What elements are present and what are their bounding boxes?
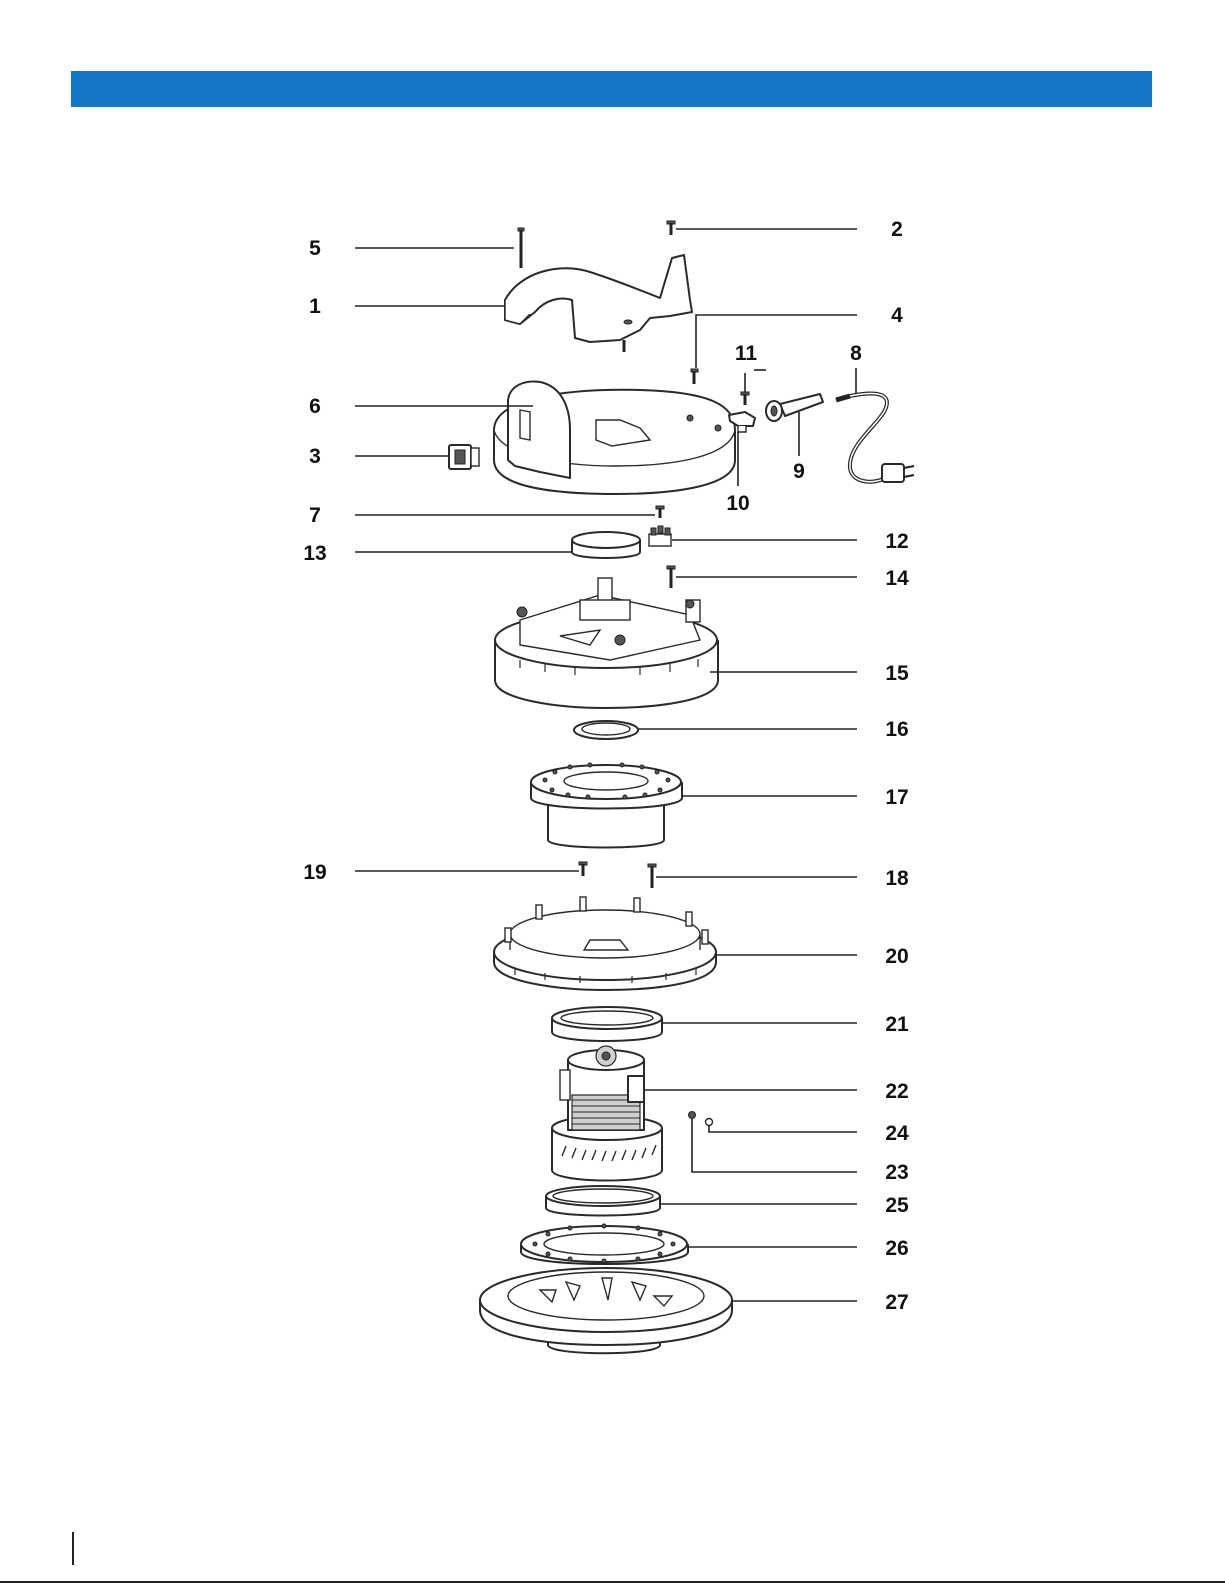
callout-8: 8 — [850, 342, 862, 365]
part-19-screw — [579, 862, 587, 876]
callout-2: 2 — [891, 218, 903, 241]
part-23-ball — [689, 1112, 696, 1119]
part-4-screw — [691, 369, 698, 384]
part-1-handle — [505, 255, 692, 352]
callout-3: 3 — [309, 445, 321, 468]
callout-1: 1 — [309, 295, 321, 318]
part-27-base — [480, 1268, 732, 1353]
callout-7: 7 — [309, 504, 321, 527]
callout-12: 12 — [885, 530, 908, 553]
callout-22: 22 — [885, 1080, 908, 1103]
part-13-filter-pad — [572, 532, 640, 558]
part-3-switch — [449, 445, 479, 469]
part-2-screw — [667, 221, 675, 235]
bottom-rule — [0, 1581, 1225, 1583]
page-edge-marker — [72, 1532, 74, 1565]
callout-24: 24 — [885, 1122, 909, 1145]
part-7-screw — [656, 506, 664, 518]
part-17-diffuser — [531, 763, 682, 848]
part-9-cord-sleeve — [766, 394, 823, 421]
part-25-ring — [546, 1186, 660, 1216]
callout-4: 4 — [891, 304, 903, 327]
part-20-motor-housing — [494, 897, 716, 990]
callout-25: 25 — [885, 1194, 909, 1217]
callout-15: 15 — [885, 662, 909, 685]
callout-18: 18 — [885, 867, 909, 890]
callout-27: 27 — [885, 1291, 908, 1314]
callout-11: 11 — [735, 342, 758, 365]
callout-23: 23 — [885, 1161, 908, 1184]
part-18-screw — [648, 864, 656, 888]
callout-16: 16 — [885, 718, 908, 741]
callout-10: 10 — [726, 492, 749, 515]
part-5-long-screw — [518, 228, 524, 268]
part-8-power-cord — [836, 394, 914, 482]
part-22-motor — [552, 1046, 662, 1181]
callout-13: 13 — [303, 542, 326, 565]
part-6-top-housing — [494, 382, 735, 494]
part-26-flange — [521, 1224, 688, 1264]
callout-17: 17 — [885, 786, 908, 809]
callout-9: 9 — [793, 460, 805, 483]
part-16-gasket — [574, 721, 638, 739]
part-12-terminal-block — [649, 526, 671, 546]
callout-6: 6 — [309, 395, 321, 418]
part-11-screw — [741, 392, 749, 405]
part-21-ring — [552, 1007, 662, 1041]
callout-20: 20 — [885, 945, 908, 968]
part-14-screw — [667, 566, 675, 588]
callout-19: 19 — [303, 861, 326, 884]
callout-14: 14 — [885, 567, 909, 590]
callout-26: 26 — [885, 1237, 908, 1260]
callout-5: 5 — [309, 237, 321, 260]
part-24-clip — [706, 1119, 713, 1126]
callout-21: 21 — [885, 1013, 909, 1036]
part-15-motor-cover — [495, 578, 718, 708]
